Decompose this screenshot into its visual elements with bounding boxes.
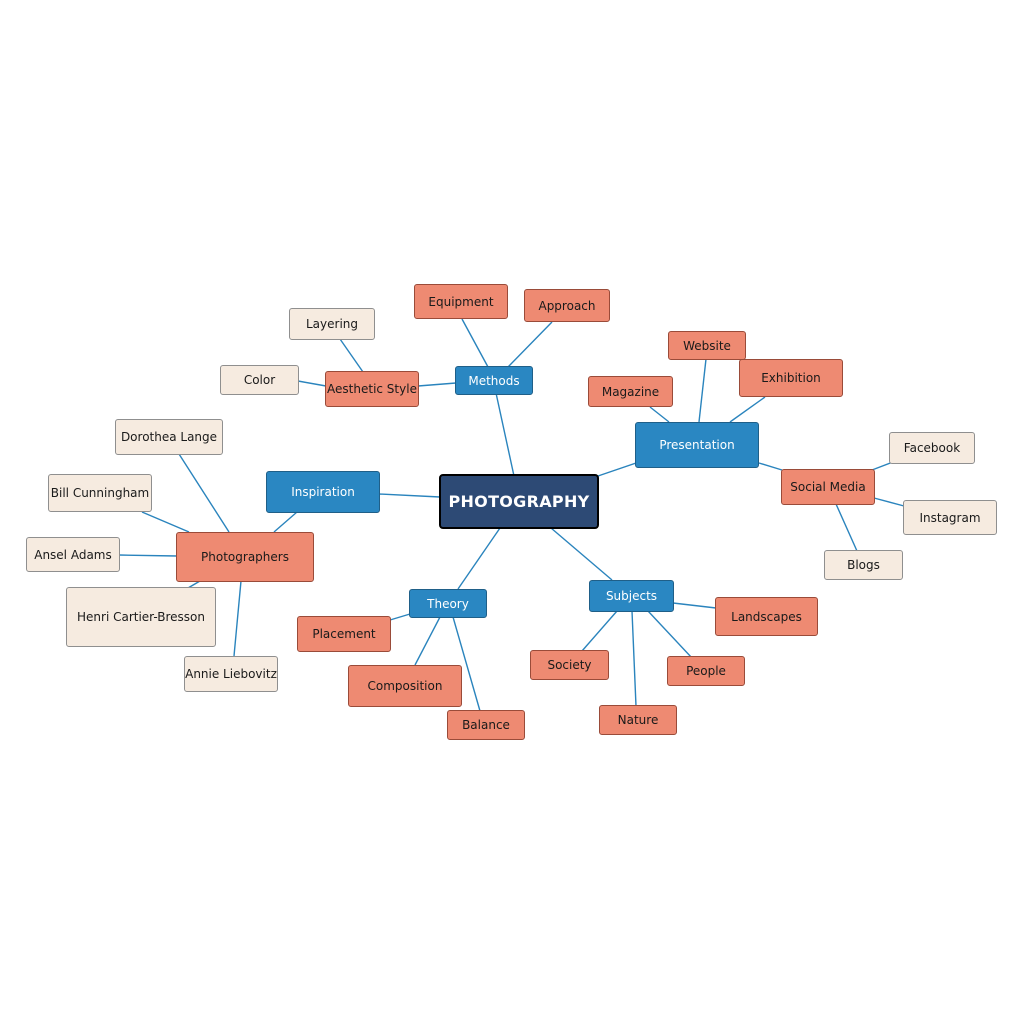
link-presentation-magazine	[649, 406, 670, 423]
node-color[interactable]: Color	[220, 365, 299, 395]
link-methods-aesthetic	[417, 382, 457, 387]
branch-presentation[interactable]: Presentation	[635, 422, 759, 468]
link-subjects-nature	[631, 610, 637, 707]
node-magazine[interactable]: Magazine	[588, 376, 673, 407]
node-annie-liebovitz[interactable]: Annie Liebovitz	[184, 656, 278, 692]
branch-methods[interactable]: Methods	[455, 366, 533, 395]
link-aesthetic-layering	[339, 338, 364, 373]
link-root-presentation	[597, 462, 637, 477]
node-placement[interactable]: Placement	[297, 616, 391, 652]
node-ansel-adams[interactable]: Ansel Adams	[26, 537, 120, 572]
node-henri-cartier-bresson[interactable]: Henri Cartier-Bresson	[66, 587, 216, 647]
link-inspiration-photographers	[273, 511, 298, 533]
link-photographers-henri	[187, 580, 201, 589]
link-root-subjects	[550, 527, 613, 581]
branch-subjects[interactable]: Subjects	[589, 580, 674, 612]
branch-theory[interactable]: Theory	[409, 589, 487, 618]
link-root-methods	[495, 392, 515, 477]
node-layering[interactable]: Layering	[289, 308, 375, 340]
link-methods-approach	[507, 321, 553, 368]
link-subjects-people	[647, 610, 693, 659]
link-root-inspiration	[378, 493, 441, 498]
link-photographers-dorothea	[178, 453, 230, 533]
link-theory-placement	[389, 613, 411, 621]
link-root-theory	[457, 527, 501, 590]
node-society[interactable]: Society	[530, 650, 609, 680]
node-people[interactable]: People	[667, 656, 745, 686]
link-photographers-ansel	[118, 554, 178, 557]
node-aesthetic-style[interactable]: Aesthetic Style	[325, 371, 419, 407]
node-photographers[interactable]: Photographers	[176, 532, 314, 582]
link-presentation-social	[758, 462, 783, 471]
link-aesthetic-color	[297, 380, 327, 387]
link-subjects-society	[581, 610, 618, 652]
node-bill-cunningham[interactable]: Bill Cunningham	[48, 474, 152, 512]
link-theory-balance	[452, 616, 481, 712]
root-node[interactable]: PHOTOGRAPHY	[439, 474, 599, 529]
node-equipment[interactable]: Equipment	[414, 284, 508, 319]
link-presentation-website	[698, 358, 707, 423]
node-nature[interactable]: Nature	[599, 705, 677, 735]
node-landscapes[interactable]: Landscapes	[715, 597, 818, 636]
node-dorothea-lange[interactable]: Dorothea Lange	[115, 419, 223, 455]
link-photographers-bill	[141, 511, 190, 533]
link-photographers-annie	[233, 580, 242, 657]
link-methods-equipment	[461, 318, 489, 368]
branch-inspiration[interactable]: Inspiration	[266, 471, 380, 513]
node-facebook[interactable]: Facebook	[889, 432, 975, 464]
node-approach[interactable]: Approach	[524, 289, 610, 322]
node-exhibition[interactable]: Exhibition	[739, 359, 843, 397]
node-composition[interactable]: Composition	[348, 665, 462, 707]
link-presentation-exhibition	[729, 396, 766, 423]
link-social-blogs	[835, 503, 858, 552]
link-social-instagram	[873, 497, 905, 507]
node-blogs[interactable]: Blogs	[824, 550, 903, 580]
link-subjects-landscapes	[672, 602, 717, 609]
node-balance[interactable]: Balance	[447, 710, 525, 740]
link-theory-composition	[414, 616, 441, 666]
node-social-media[interactable]: Social Media	[781, 469, 875, 505]
node-instagram[interactable]: Instagram	[903, 500, 997, 535]
node-website[interactable]: Website	[668, 331, 746, 360]
